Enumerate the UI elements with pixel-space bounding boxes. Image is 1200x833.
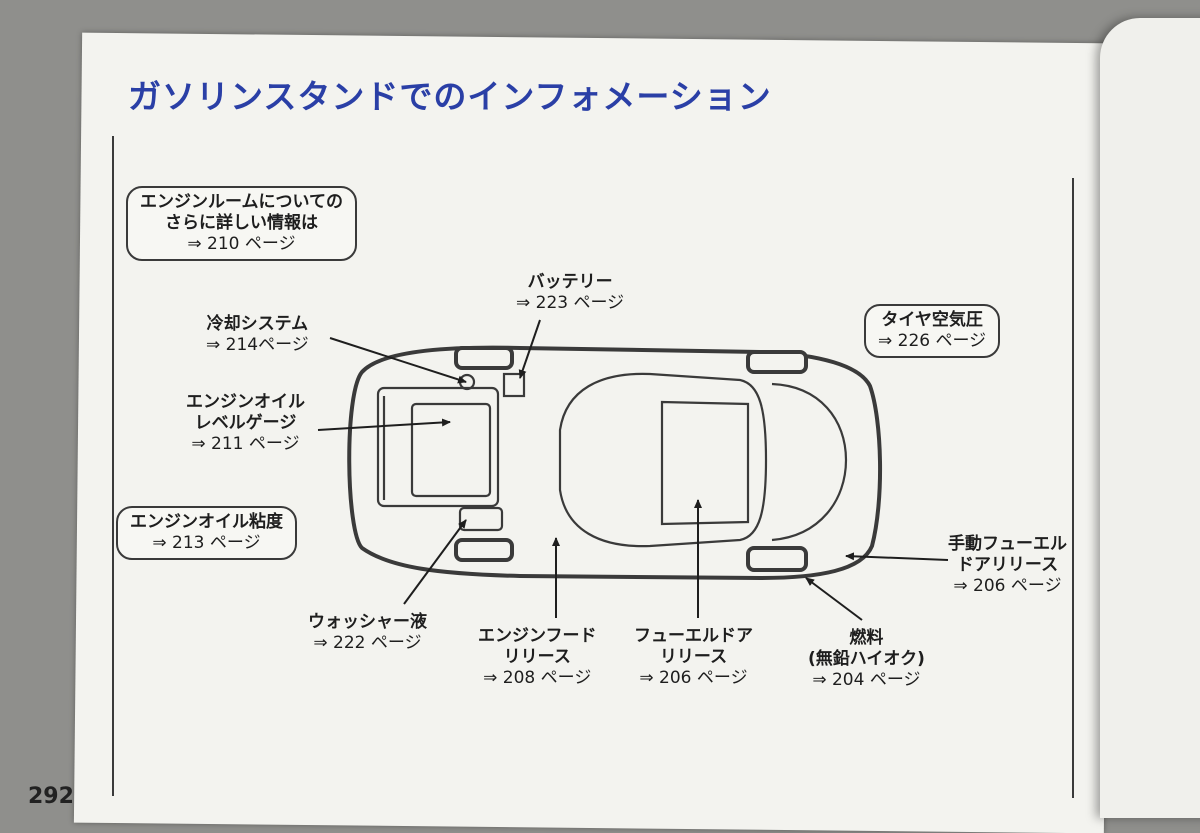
right-rule <box>1072 178 1074 798</box>
oil-viscosity-name: エンジンオイル粘度 <box>130 512 283 532</box>
battery-box <box>502 372 526 398</box>
oil-gauge-line2: レベルゲージ <box>194 413 297 433</box>
wheel-front-left <box>454 346 514 370</box>
hood-release-label: エンジンフード リリース ⇒ 208 ページ <box>478 626 597 689</box>
oil-gauge-page-ref: ⇒ 211 ページ <box>191 434 300 454</box>
leader-battery <box>518 319 541 379</box>
battery-name: バッテリー <box>527 272 613 292</box>
rear-deck <box>771 382 848 542</box>
fuel-line1: 燃料 <box>849 628 884 648</box>
battery-label: バッテリー ⇒ 223 ページ <box>516 272 624 314</box>
manual-fuel-release-label: 手動フューエル ドアリリース ⇒ 206 ページ <box>948 534 1067 597</box>
fuel-door-release-line1: フューエルドア <box>634 626 753 646</box>
page-title: ガソリンスタンドでのインフォメーション <box>128 77 772 116</box>
facing-page-edge <box>1100 18 1200 818</box>
hood-release-page-ref: ⇒ 208 ページ <box>483 668 592 688</box>
left-rule <box>112 136 114 796</box>
cabin-outline <box>558 372 768 548</box>
washer-label: ウォッシャー液 ⇒ 222 ページ <box>308 612 427 654</box>
fuel-door-release-page-ref: ⇒ 206 ページ <box>639 668 748 688</box>
fuel-door-release-label: フューエルドア リリース ⇒ 206 ページ <box>634 626 753 689</box>
fuel-page-ref: ⇒ 204 ページ <box>812 670 921 690</box>
tire-pressure-page-ref: ⇒ 226 ページ <box>878 331 987 351</box>
engine-room-line2: さらに詳しい情報は <box>164 213 318 233</box>
engine-block <box>410 402 492 498</box>
tire-pressure-box: タイヤ空気圧 ⇒ 226 ページ <box>864 304 1001 358</box>
hood-release-line1: エンジンフード <box>478 626 597 646</box>
battery-page-ref: ⇒ 223 ページ <box>516 293 625 313</box>
leader-manual-release <box>845 552 949 561</box>
oil-viscosity-box: エンジンオイル粘度 ⇒ 213 ページ <box>116 506 297 560</box>
engine-bay <box>376 386 500 508</box>
fuel-line2: (無鉛ハイオク) <box>808 649 925 669</box>
leader-oil-gauge <box>317 418 451 431</box>
wheel-front-right <box>454 538 514 562</box>
washer-page-ref: ⇒ 222 ページ <box>313 633 422 653</box>
wheel-rear-right <box>746 546 808 572</box>
washer-name: ウォッシャー液 <box>308 612 427 632</box>
car-diagram <box>317 319 949 621</box>
hood-release-line2: リリース <box>503 647 571 667</box>
oil-viscosity-page-ref: ⇒ 213 ページ <box>152 533 261 553</box>
page-number: 292 <box>28 784 74 809</box>
leader-washer <box>403 519 467 605</box>
wheel-rear-left <box>746 350 808 374</box>
tire-pressure-name: タイヤ空気圧 <box>881 310 983 330</box>
roof-panel <box>660 400 750 526</box>
cooling-label: 冷却システム ⇒ 214ページ <box>206 314 309 356</box>
manual-fuel-release-page-ref: ⇒ 206 ページ <box>953 576 1062 596</box>
washer-tank <box>458 506 504 532</box>
leader-fuel <box>805 577 863 621</box>
manual-fuel-release-line1: 手動フューエル <box>948 534 1067 554</box>
oil-gauge-line1: エンジンオイル <box>186 392 305 412</box>
fuel-label: 燃料 (無鉛ハイオク) ⇒ 204 ページ <box>808 628 925 691</box>
oil-gauge-label: エンジンオイル レベルゲージ ⇒ 211 ページ <box>186 392 305 455</box>
fuel-door-release-line2: リリース <box>659 647 728 667</box>
cooling-name: 冷却システム <box>206 314 309 334</box>
engine-room-page-ref: ⇒ 210 ページ <box>187 234 296 254</box>
cooling-page-ref: ⇒ 214ページ <box>206 335 309 355</box>
leader-cooling <box>329 337 467 384</box>
engine-room-info-box: エンジンルームについての さらに詳しい情報は ⇒ 210 ページ <box>126 186 357 261</box>
car-body-outline <box>347 345 883 580</box>
engine-room-line1: エンジンルームについての <box>140 192 343 212</box>
manual-fuel-release-line2: ドアリリース <box>956 555 1059 575</box>
